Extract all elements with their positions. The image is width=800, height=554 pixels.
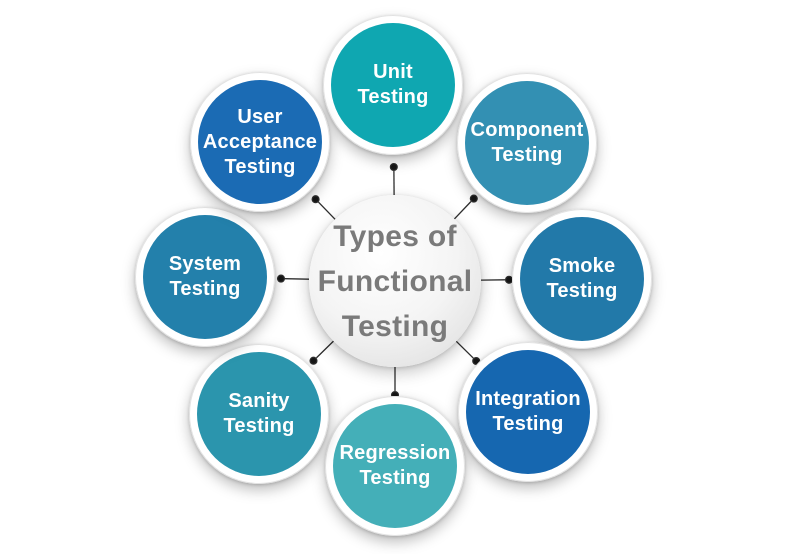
connector-smoke [480, 275, 514, 284]
node-label: System Testing [168, 253, 242, 300]
node-label: Integration Testing [475, 388, 581, 435]
connector-regression [390, 367, 400, 400]
connector-line [455, 340, 474, 359]
node-label: Smoke Testing [546, 255, 618, 302]
node-integration-testing: Integration Testing [458, 342, 598, 482]
center-title: Types of Functional Testing [318, 214, 473, 349]
node-circle: Unit Testing [331, 23, 455, 147]
node-system-testing: System Testing [135, 207, 275, 347]
connector-endpoint-dot [469, 194, 478, 203]
node-circle: Component Testing [465, 81, 589, 205]
connector-endpoint-dot [311, 195, 320, 204]
connector-endpoint-dot [276, 274, 286, 283]
center-title-line: Testing [341, 309, 449, 343]
node-circle: User Acceptance Testing [198, 80, 322, 204]
connector-system [276, 274, 310, 283]
connector-line [317, 201, 336, 220]
node-circle: Smoke Testing [520, 217, 644, 341]
connector-endpoint-dot [309, 356, 318, 365]
node-smoke-testing: Smoke Testing [512, 209, 652, 349]
node-circle: System Testing [143, 215, 267, 339]
center-title-line: Functional [317, 264, 473, 298]
connector-line [453, 201, 472, 220]
node-label: Regression Testing [339, 442, 451, 489]
node-circle: Integration Testing [466, 350, 590, 474]
node-label: Sanity Testing [223, 390, 295, 437]
connector-uat [311, 195, 336, 220]
connector-component [453, 194, 478, 220]
node-component-testing: Component Testing [457, 73, 597, 213]
center-title-line: Types of [333, 219, 457, 253]
node-circle: Regression Testing [333, 404, 457, 528]
node-label: User Acceptance Testing [202, 105, 318, 178]
connector-sanity [309, 340, 334, 365]
node-circle: Sanity Testing [197, 352, 321, 476]
node-regression-testing: Regression Testing [325, 396, 465, 536]
connector-endpoint-dot [389, 162, 398, 172]
connector-line [315, 340, 334, 359]
node-label: Unit Testing [357, 61, 429, 108]
node-unit-testing: Unit Testing [323, 15, 463, 155]
connector-unit [389, 162, 398, 196]
center-circle: Types of Functional Testing [309, 195, 481, 367]
node-user-acceptance-testing: User Acceptance Testing [190, 72, 330, 212]
connector-line [284, 278, 310, 280]
node-sanity-testing: Sanity Testing [189, 344, 329, 484]
node-label: Component Testing [470, 119, 584, 166]
